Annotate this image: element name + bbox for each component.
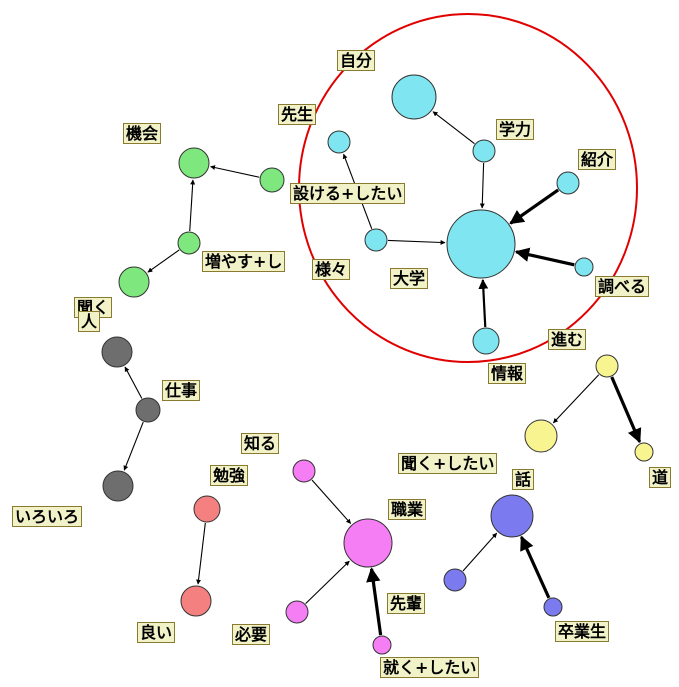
node-blue-hub[interactable]	[490, 494, 534, 538]
edge-fuyasu-kikai	[189, 179, 196, 232]
node-benkyo[interactable]	[193, 495, 221, 523]
edge-benkyo-yoi	[196, 522, 206, 585]
edge-hitsuyo-shokugyo	[305, 560, 350, 605]
node-michi[interactable]	[634, 442, 654, 462]
label-tsuku: 就く+したい	[380, 657, 480, 678]
edge-shiru-shokugyo	[311, 479, 352, 524]
label-iroiro: いろいろ	[12, 506, 83, 527]
node-shiraberu[interactable]	[574, 257, 594, 277]
edge-shiraberu-daigaku	[514, 247, 575, 267]
node-shokai[interactable]	[556, 171, 580, 195]
node-mokeru[interactable]	[259, 167, 285, 193]
edge-shokai-daigaku	[509, 188, 560, 225]
node-susumu[interactable]	[595, 354, 619, 378]
edge-joho-daigaku	[478, 278, 489, 328]
edge-shigoto-hito	[124, 366, 143, 399]
node-sama[interactable]	[364, 228, 388, 252]
edge-tsuku-shokugyo	[366, 567, 383, 636]
label-shokai: 紹介	[578, 149, 617, 170]
label-mokeru: 設ける+したい	[290, 183, 406, 204]
label-daigaku: 大学	[390, 268, 429, 289]
label-kikai: 機会	[123, 123, 162, 144]
label-sensei: 先生	[278, 104, 317, 125]
node-daigaku[interactable]	[446, 209, 516, 279]
node-yoi[interactable]	[180, 585, 212, 617]
label-hanashi: 話	[512, 469, 535, 490]
node-tsuku[interactable]	[372, 635, 392, 655]
node-sotsugyosei[interactable]	[543, 597, 563, 617]
edge-mokeru-kikai	[210, 165, 260, 178]
label-hitsuyo: 必要	[232, 624, 271, 645]
label-benkyo: 勉強	[210, 465, 249, 486]
label-sama: 様々	[312, 259, 351, 280]
label-shiru: 知る	[241, 433, 280, 454]
edge-sama-daigaku	[387, 239, 446, 245]
node-hanashi[interactable]	[524, 419, 558, 453]
node-kikai[interactable]	[178, 147, 210, 179]
node-gakuryoku[interactable]	[472, 139, 496, 163]
edge-shigoto-iroiro	[123, 421, 144, 471]
edge-susumu-hanashi	[552, 374, 600, 424]
edge-senpai-blue-hub	[462, 532, 498, 572]
label-joho: 情報	[488, 363, 527, 384]
node-fuyasu[interactable]	[177, 231, 201, 255]
edge-gakuryoku-jibun	[432, 111, 475, 145]
edge-gakuryoku-daigaku	[479, 162, 485, 209]
label-yoi: 良い	[137, 622, 176, 643]
node-shokugyo[interactable]	[343, 518, 393, 568]
label-susumu: 進む	[548, 329, 587, 350]
label-kikitai: 聞く+したい	[398, 453, 498, 474]
node-joho[interactable]	[472, 327, 500, 355]
node-hitsuyo[interactable]	[285, 600, 309, 624]
label-jibun: 自分	[337, 50, 376, 71]
node-iroiro[interactable]	[102, 470, 134, 502]
label-gakuryoku: 学力	[496, 119, 535, 140]
node-sensei[interactable]	[327, 130, 351, 154]
label-shiraberu: 調べる	[595, 276, 650, 297]
edge-susumu-michi	[610, 376, 642, 444]
node-shigoto[interactable]	[135, 397, 161, 423]
node-jibun[interactable]	[391, 74, 437, 120]
label-shokugyo: 職業	[388, 499, 427, 520]
label-shigoto: 仕事	[162, 380, 201, 401]
label-senpai: 先輩	[387, 593, 426, 614]
label-sotsugyosei: 卒業生	[555, 621, 610, 642]
label-fuyasu: 増やす+し	[202, 251, 286, 272]
node-senpai[interactable]	[443, 568, 467, 592]
node-shiru[interactable]	[292, 459, 316, 483]
label-hito: 人	[78, 311, 101, 332]
edge-sotsugyosei-blue-hub	[519, 535, 551, 599]
label-michi: 道	[649, 467, 672, 488]
edge-fuyasu-kiku	[147, 249, 180, 273]
node-hito[interactable]	[101, 336, 133, 368]
node-kiku[interactable]	[118, 266, 150, 298]
